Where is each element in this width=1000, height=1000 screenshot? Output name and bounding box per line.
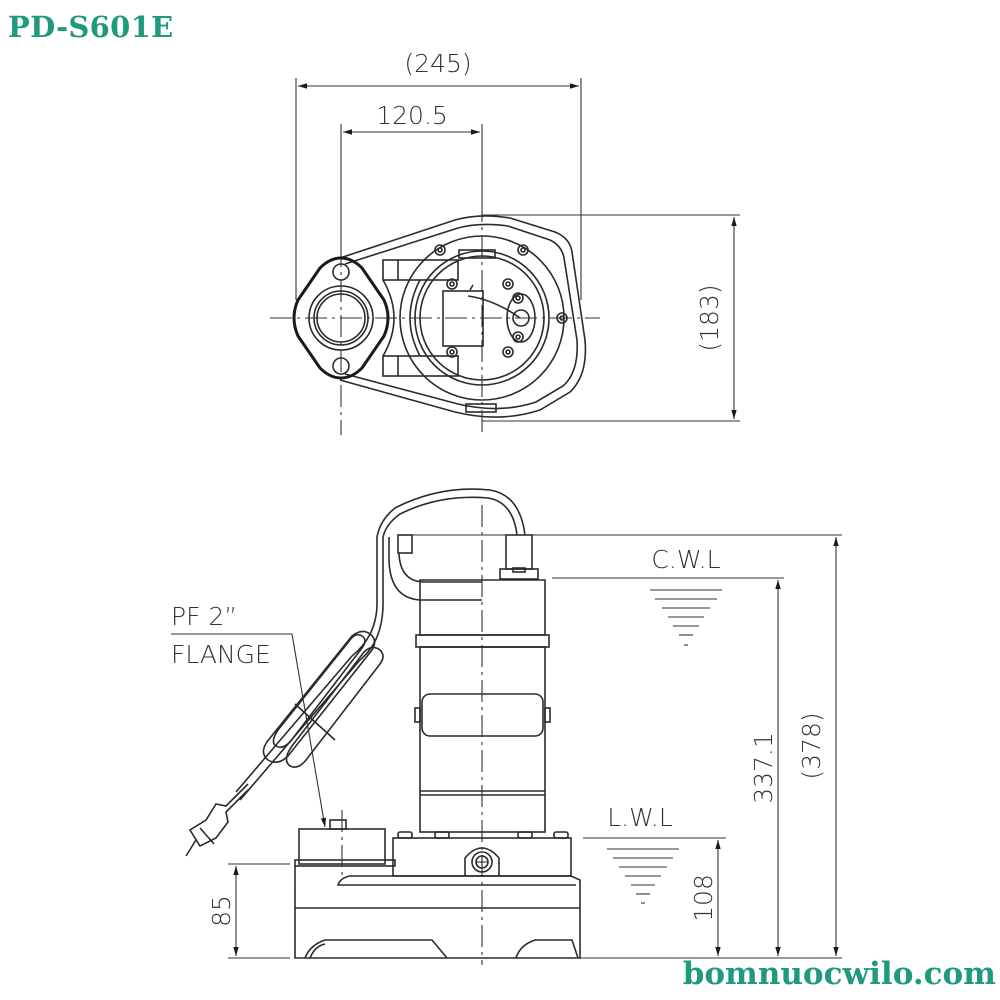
dim-cwl-height-label: 337.1 xyxy=(749,732,778,804)
dim-overall-width-label: (245) xyxy=(404,49,471,78)
power-cord xyxy=(185,630,384,857)
dim-lwl-height-label: 108 xyxy=(689,874,718,922)
side-view: PF 2” FLANGE 85 C.W.L xyxy=(171,488,842,965)
lwl-label: L.W.L xyxy=(607,803,673,832)
dimension-overall-height: (378) xyxy=(412,534,842,956)
model-title: PD-S601E xyxy=(8,10,174,44)
dim-overall-height-label: (378) xyxy=(797,712,826,779)
dimension-flange-offset: 120.5 xyxy=(340,101,483,245)
dim-flange-offset-label: 120.5 xyxy=(376,101,448,130)
lwl-indicator: L.W.L xyxy=(583,803,726,904)
dimension-overall-depth: (183) xyxy=(482,214,740,422)
discharge-label-line2: FLANGE xyxy=(171,640,271,669)
top-view: (245) 120.5 (183) xyxy=(270,49,740,435)
dim-overall-depth-label: (183) xyxy=(695,284,724,351)
dimension-overall-width: (245) xyxy=(295,49,582,300)
dimension-flange-height: 85 xyxy=(207,863,290,959)
website-watermark: bomnuocwilo.com xyxy=(682,956,996,992)
dimension-lwl-height: 108 xyxy=(689,840,721,956)
discharge-label-line1: PF 2” xyxy=(171,602,237,631)
discharge-flange-callout: PF 2” FLANGE xyxy=(171,602,327,828)
cwl-indicator: C.W.L xyxy=(552,545,784,646)
dim-flange-height-label: 85 xyxy=(207,895,236,927)
dimension-cwl-height: 337.1 xyxy=(749,580,781,956)
bolt-holes xyxy=(434,244,568,358)
cwl-label: C.W.L xyxy=(651,545,720,574)
